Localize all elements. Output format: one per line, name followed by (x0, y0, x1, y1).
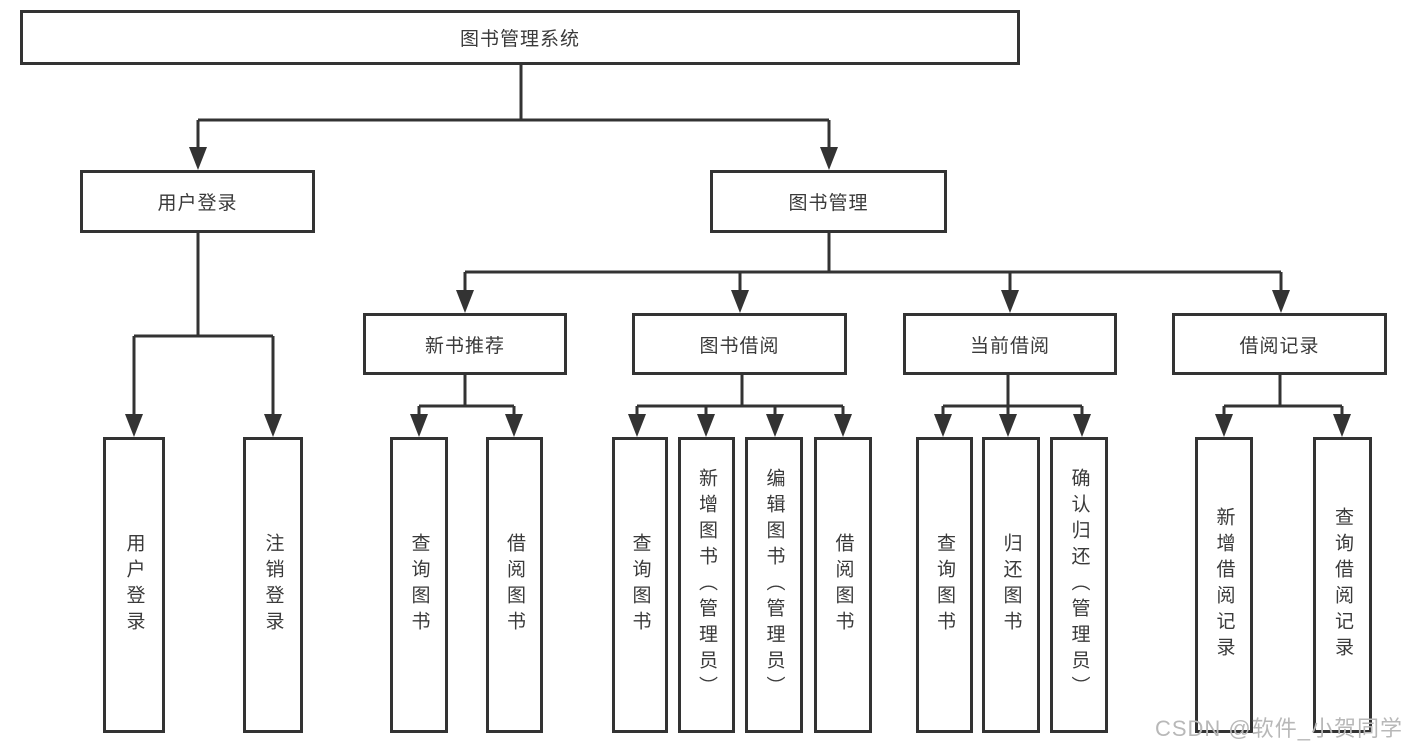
leaf-current-confirm-return-admin: 确认归还（管理员） (1050, 437, 1108, 733)
node-label: 新书推荐 (424, 335, 505, 357)
node-label: 图书管理系统 (459, 29, 580, 50)
csdn-watermark: CSDN @软件_小贺同学 (1154, 716, 1403, 741)
node-book-management: 图书管理 (710, 170, 947, 233)
node-label: 新增借阅记录 (1213, 507, 1235, 663)
leaf-record-add-record: 新增借阅记录 (1195, 437, 1253, 733)
leaf-current-return-book: 归还图书 (982, 437, 1040, 733)
node-new-book-recommend: 新书推荐 (363, 313, 567, 375)
node-label: 图书管理 (788, 193, 869, 214)
node-label: 查询图书 (408, 533, 430, 637)
node-label: 用户登录 (123, 533, 145, 637)
leaf-recommend-borrow-book: 借阅图书 (486, 437, 543, 733)
node-book-management-system: 图书管理系统 (20, 10, 1020, 65)
node-borrow-record: 借阅记录 (1172, 313, 1387, 375)
node-label: 确认归还（管理员） (1068, 468, 1090, 702)
node-user-login: 用户登录 (80, 170, 315, 233)
node-label: 图书借阅 (699, 335, 780, 357)
leaf-current-query-book: 查询图书 (916, 437, 973, 733)
node-label: 注销登录 (262, 533, 284, 637)
node-book-borrow: 图书借阅 (632, 313, 847, 375)
leaf-user-login: 用户登录 (103, 437, 165, 733)
leaf-borrow-add-book-admin: 新增图书（管理员） (678, 437, 735, 733)
leaf-recommend-query-book: 查询图书 (390, 437, 448, 733)
node-current-borrow: 当前借阅 (903, 313, 1117, 375)
node-label: 查询借阅记录 (1332, 507, 1353, 663)
node-label: 当前借阅 (969, 335, 1050, 357)
node-label: 用户登录 (157, 193, 238, 214)
node-label: 归还图书 (1000, 533, 1022, 637)
leaf-borrow-edit-book-admin: 编辑图书（管理员） (745, 437, 803, 733)
leaf-logout: 注销登录 (243, 437, 303, 733)
node-label: 编辑图书（管理员） (763, 468, 785, 702)
leaf-record-query-record: 查询借阅记录 (1313, 437, 1372, 733)
node-label: 借阅图书 (504, 533, 525, 637)
node-label: 借阅记录 (1239, 335, 1320, 357)
node-label: 查询图书 (934, 533, 955, 637)
node-label: 新增图书（管理员） (696, 468, 717, 702)
leaf-borrow-borrow-book: 借阅图书 (814, 437, 872, 733)
node-label: 查询图书 (629, 533, 651, 637)
leaf-borrow-query-book: 查询图书 (612, 437, 668, 733)
node-label: 借阅图书 (832, 533, 854, 637)
